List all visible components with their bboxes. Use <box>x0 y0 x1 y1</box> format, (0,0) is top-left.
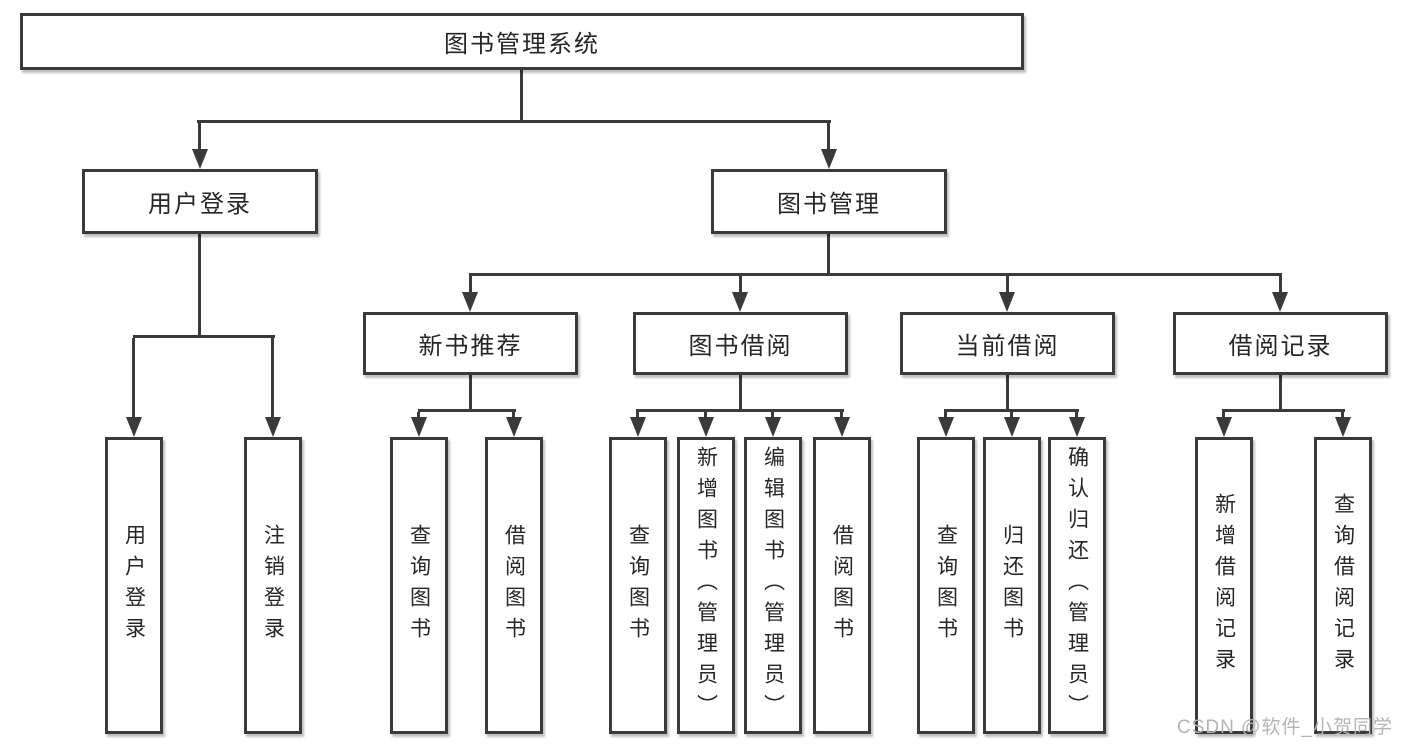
edge-drop-user-login <box>198 123 201 152</box>
leaf-borrow-add-admin-label: 新增图书（管理员） <box>694 446 718 725</box>
edge-drop-borrow-query <box>636 412 639 420</box>
edge-drop-current-borrow <box>1006 276 1009 295</box>
edge-new-book-stem <box>469 375 472 412</box>
leaf-borrow-add-admin: 新增图书（管理员） <box>677 437 735 734</box>
leaf-borrow-borrow-label: 借阅图书 <box>830 523 854 648</box>
current-borrow-group-label: 当前借阅 <box>955 333 1060 360</box>
arrowhead-current-confirm <box>1069 417 1085 437</box>
leaf-user-login: 用户登录 <box>105 437 163 734</box>
leaf-logout-label: 注销登录 <box>261 523 285 648</box>
leaf-newbook-borrow: 借阅图书 <box>485 437 543 734</box>
arrowhead-current-query <box>938 417 954 437</box>
leaf-logout: 注销登录 <box>244 437 302 734</box>
arrowhead-borrow-query <box>630 417 646 437</box>
leaf-newbook-query: 查询图书 <box>390 437 448 734</box>
arrowhead-user-login <box>192 149 208 169</box>
edge-root-stem <box>520 70 523 123</box>
edge-drop-record-add <box>1222 412 1225 420</box>
edge-book-borrow-rail <box>636 409 844 412</box>
edge-drop-current-query <box>944 412 947 420</box>
edge-drop-borrow-edit <box>771 412 774 420</box>
new-book-group-label: 新书推荐 <box>418 333 523 360</box>
edge-current-borrow-rail <box>944 409 1079 412</box>
edge-drop-current-return <box>1010 412 1013 420</box>
edge-book-mgmt-stem <box>827 234 830 276</box>
arrowhead-record-add <box>1216 417 1232 437</box>
edge-user-login-rail <box>133 335 275 338</box>
csdn-watermark: CSDN @软件_小贺同学 <box>1177 717 1393 738</box>
edge-drop-borrow-record <box>1279 276 1282 295</box>
arrowhead-new-book <box>462 292 478 312</box>
edge-drop-current-confirm <box>1075 412 1078 420</box>
edge-drop-leaf-user-login <box>132 338 135 420</box>
user-login-node: 用户登录 <box>82 169 318 234</box>
book-borrow-group-node: 图书借阅 <box>633 312 848 375</box>
arrowhead-current-return <box>1004 417 1020 437</box>
edge-drop-newbook-borrow <box>512 412 515 420</box>
leaf-user-login-label: 用户登录 <box>122 523 146 648</box>
edge-drop-record-query <box>1341 412 1344 420</box>
leaf-record-add: 新增借阅记录 <box>1195 437 1253 734</box>
leaf-current-confirm-admin-label: 确认归还（管理员） <box>1065 446 1089 725</box>
edge-borrow-record-rail <box>1222 409 1345 412</box>
edge-book-borrow-stem <box>739 375 742 412</box>
edge-drop-borrow-add <box>704 412 707 420</box>
leaf-current-return: 归还图书 <box>983 437 1041 734</box>
edge-borrow-record-stem <box>1279 375 1282 412</box>
arrowhead-newbook-query <box>411 417 427 437</box>
book-mgmt-node: 图书管理 <box>711 169 947 234</box>
edge-drop-newbook-query <box>417 412 420 420</box>
arrowhead-current-borrow <box>999 292 1015 312</box>
leaf-newbook-borrow-label: 借阅图书 <box>502 523 526 648</box>
edge-drop-borrow-borrow <box>840 412 843 420</box>
arrowhead-book-borrow <box>732 292 748 312</box>
book-mgmt-node-label: 图书管理 <box>777 191 881 218</box>
leaf-borrow-query-label: 查询图书 <box>626 523 650 648</box>
leaf-borrow-edit-admin: 编辑图书（管理员） <box>744 437 802 734</box>
arrowhead-borrow-edit <box>765 417 781 437</box>
edge-drop-book-mgmt <box>827 123 830 152</box>
borrow-record-group-node: 借阅记录 <box>1173 312 1388 375</box>
leaf-record-query: 查询借阅记录 <box>1314 437 1372 734</box>
leaf-current-return-label: 归还图书 <box>1000 523 1024 648</box>
arrowhead-book-mgmt <box>821 149 837 169</box>
arrowhead-borrow-borrow <box>834 417 850 437</box>
edge-user-login-stem <box>198 234 201 338</box>
leaf-record-add-label: 新增借阅记录 <box>1212 492 1236 679</box>
current-borrow-group-node: 当前借阅 <box>900 312 1115 375</box>
arrowhead-leaf-user-login <box>126 417 142 437</box>
leaf-borrow-edit-admin-label: 编辑图书（管理员） <box>761 446 785 725</box>
root-node: 图书管理系统 <box>20 13 1024 70</box>
user-login-node-label: 用户登录 <box>148 191 252 218</box>
arrowhead-record-query <box>1335 417 1351 437</box>
arrowhead-newbook-borrow <box>506 417 522 437</box>
leaf-newbook-query-label: 查询图书 <box>407 523 431 648</box>
edge-drop-leaf-logout <box>271 338 274 420</box>
arrowhead-borrow-add <box>698 417 714 437</box>
edge-new-book-rail <box>418 409 516 412</box>
leaf-current-confirm-admin: 确认归还（管理员） <box>1048 437 1106 734</box>
new-book-group-node: 新书推荐 <box>363 312 578 375</box>
edge-level1-rail <box>197 120 831 123</box>
leaf-current-query-label: 查询图书 <box>934 523 958 648</box>
leaf-current-query: 查询图书 <box>917 437 975 734</box>
edge-drop-book-borrow <box>739 276 742 295</box>
book-borrow-group-label: 图书借阅 <box>688 333 793 360</box>
arrowhead-leaf-logout <box>265 417 281 437</box>
edge-drop-new-book <box>469 276 472 295</box>
leaf-borrow-borrow: 借阅图书 <box>813 437 871 734</box>
edge-current-borrow-stem <box>1006 375 1009 412</box>
root-node-label: 图书管理系统 <box>444 31 600 58</box>
leaf-record-query-label: 查询借阅记录 <box>1331 492 1355 679</box>
borrow-record-group-label: 借阅记录 <box>1228 333 1333 360</box>
leaf-borrow-query: 查询图书 <box>609 437 667 734</box>
arrowhead-borrow-record <box>1272 292 1288 312</box>
edge-level2-rail <box>469 273 1282 276</box>
